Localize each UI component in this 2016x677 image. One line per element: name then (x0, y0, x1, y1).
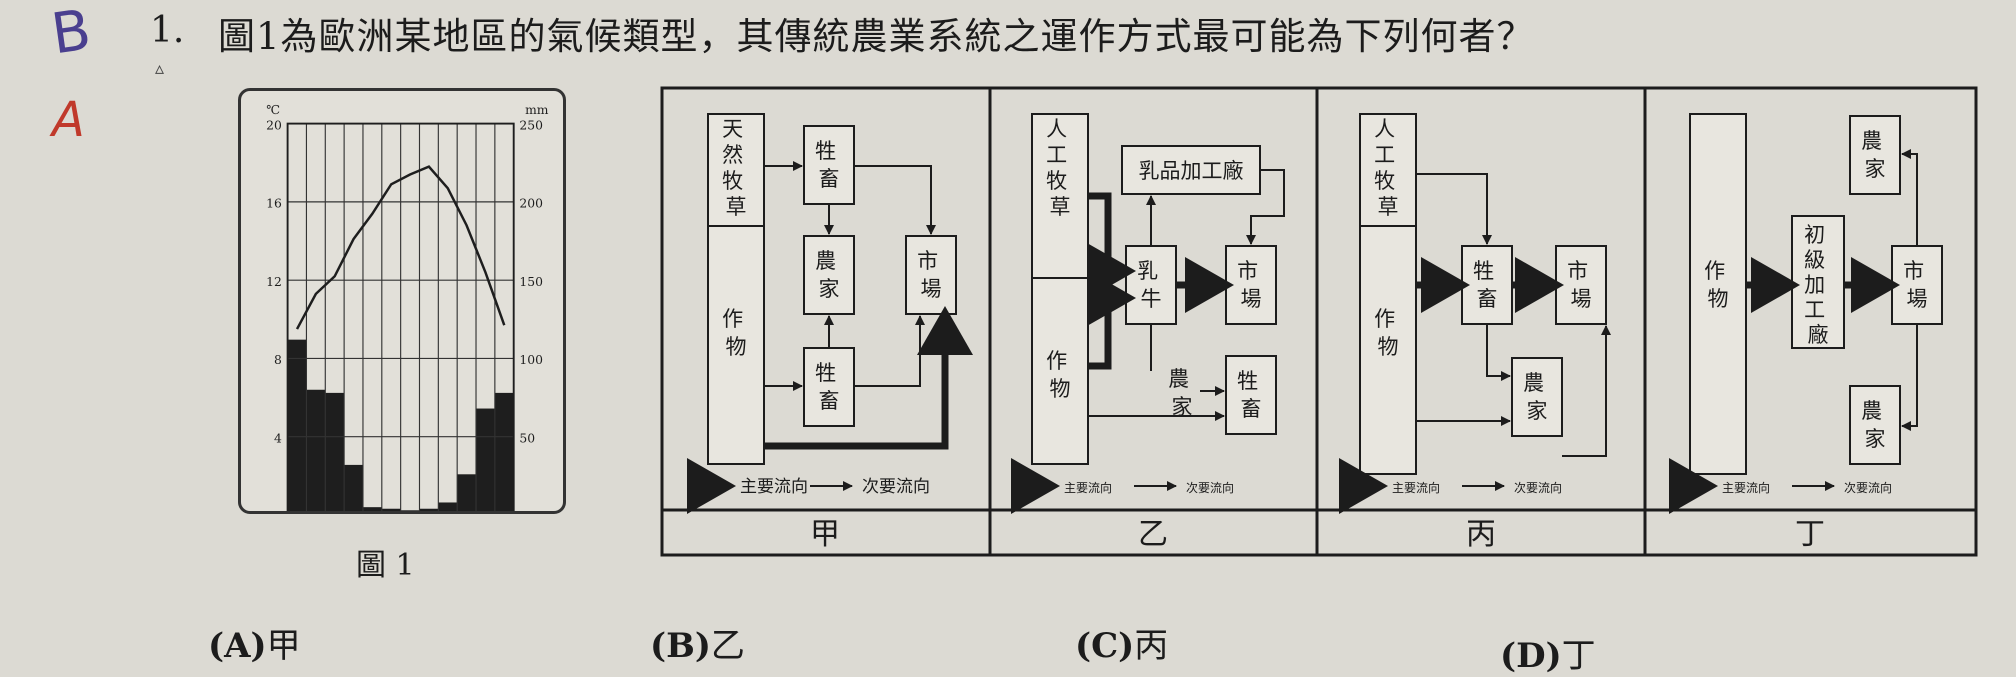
ding-legend: 主要流向 次要流向 (1669, 458, 1892, 514)
jia-farmer-label: 農 家 (815, 249, 843, 301)
precip-bar (287, 339, 307, 515)
panel-label-ding: 丁 (1795, 517, 1825, 552)
yi-market-label: 市 場 (1237, 259, 1265, 311)
precip-bar (362, 507, 382, 515)
option-text: 乙 (710, 626, 745, 666)
climograph: 201612840250200150100500123456789101112℃… (266, 103, 549, 605)
right-axis-unit: mm (525, 103, 549, 117)
ding-farmer-bottom-label: 農 家 (1861, 399, 1889, 451)
jia-livestock-bottom-label: 牲 畜 (815, 361, 843, 413)
bing-pasture-label: 人 工 牧 草 (1374, 117, 1402, 219)
svg-text:主要流向: 主要流向 (740, 477, 808, 497)
diagram-frame (660, 86, 1978, 557)
panel-label-yi: 乙 (1138, 517, 1168, 552)
pencil-tick-icon: ▵ (155, 58, 165, 79)
option-letter: (A) (208, 626, 267, 666)
precip-bar (344, 464, 363, 515)
svg-text:次要流向: 次要流向 (1186, 480, 1234, 495)
left-tick-label: 16 (266, 197, 282, 211)
yi-cow-label: 乳 牛 (1137, 259, 1165, 311)
jia-crop-label: 作 物 (722, 307, 750, 359)
right-tick-label: 200 (519, 197, 543, 211)
option-b[interactable]: (B)乙 (650, 618, 745, 667)
left-tick-label: 12 (266, 275, 282, 289)
precip-bar (438, 502, 458, 515)
option-text: 甲 (266, 626, 301, 666)
option-letter: (D) (1500, 636, 1562, 676)
climate-chart-frame: 201612840250200150100500123456789101112℃… (238, 88, 566, 605)
jia-pasture-crop-box (707, 113, 765, 465)
bing-livestock-label: 牲 畜 (1473, 259, 1501, 311)
right-tick-label: 100 (519, 353, 543, 367)
jia-market-label: 市 場 (917, 249, 945, 301)
bing-crop-label: 作 物 (1374, 307, 1402, 359)
panel-label-bing: 丙 (1466, 517, 1496, 552)
left-tick-label: 20 (266, 118, 282, 132)
question-number: 1. (150, 10, 185, 51)
yi-livestock-label: 牲 畜 (1237, 369, 1265, 421)
svg-text:次要流向: 次要流向 (862, 477, 930, 497)
bing-farmer-label: 農 家 (1523, 371, 1551, 423)
option-text: 丙 (1134, 626, 1169, 666)
panel-jia: 天 然 牧 草 作 物 牲 畜 農 家 牲 畜 市 (687, 113, 973, 552)
jia-legend: 主要流向 次要流向 (687, 458, 930, 514)
yi-factory-label: 乳品加工廠 (1139, 159, 1244, 183)
jia-livestock-top-label: 牲 畜 (815, 139, 843, 191)
handwritten-mark-a: A (52, 92, 85, 148)
precip-bar (400, 510, 420, 515)
svg-text:主要流向: 主要流向 (1722, 480, 1770, 495)
svg-text:次要流向: 次要流向 (1844, 480, 1892, 495)
right-tick-label: 50 (519, 431, 535, 445)
question-text: 圖1為歐洲某地區的氣候類型，其傳統農業系統之運作方式最可能為下列何者？ (218, 15, 1535, 58)
svg-text:主要流向: 主要流向 (1064, 480, 1112, 495)
panel-ding: 作 物 初 級 加 工 廠 市 場 農 家 農 家 (1669, 113, 1943, 552)
right-tick-label: 150 (519, 275, 543, 289)
option-text: 丁 (1561, 636, 1596, 676)
jia-pasture-label: 天 然 牧 草 (722, 117, 750, 219)
precip-bar (476, 408, 495, 515)
option-d[interactable]: (D)丁 (1500, 628, 1596, 677)
ding-market-label: 市 場 (1903, 259, 1931, 311)
ding-factory-label: 初 級 加 工 廠 (1804, 223, 1832, 347)
bing-legend: 主要流向 次要流向 (1339, 458, 1562, 514)
right-tick-label: 0 (519, 510, 527, 511)
ding-crop-label: 作 物 (1704, 259, 1732, 311)
precip-bar (306, 389, 326, 515)
yi-legend: 主要流向 次要流向 (1011, 458, 1234, 514)
yi-pasture-label: 人 工 牧 草 (1046, 117, 1074, 219)
option-a[interactable]: (A)甲 (208, 618, 301, 667)
ding-farmer-top-label: 農 家 (1861, 129, 1889, 181)
yi-crop-label: 作 物 (1046, 349, 1074, 401)
precip-bar (419, 508, 439, 515)
option-letter: (C) (1075, 626, 1135, 666)
yi-farmer-label: 農 家 (1168, 367, 1196, 419)
left-tick-label: 4 (274, 431, 282, 445)
temperature-line (295, 165, 506, 330)
svg-text:主要流向: 主要流向 (1392, 480, 1440, 495)
panel-bing: 人 工 牧 草 作 物 牲 畜 市 場 農 家 (1339, 113, 1611, 552)
precip-bar (381, 508, 401, 515)
svg-text:次要流向: 次要流向 (1514, 480, 1562, 495)
precip-bar (494, 392, 514, 515)
right-tick-label: 250 (519, 118, 543, 132)
flow-diagrams: 天 然 牧 草 作 物 牲 畜 農 家 牲 畜 市 (660, 86, 1978, 557)
precip-bar (325, 392, 345, 515)
figure-caption: 圖 1 (356, 548, 415, 583)
option-letter: (B) (650, 626, 711, 666)
bing-market-label: 市 場 (1567, 259, 1595, 311)
left-tick-label: 8 (274, 353, 282, 367)
panel-label-jia: 甲 (810, 517, 840, 552)
precip-bar (457, 474, 477, 515)
left-tick-label: 0 (274, 510, 282, 511)
handwritten-mark-b: B (47, 0, 95, 68)
panel-yi: 人 工 牧 草 作 物 乳品加工廠 乳 牛 市 場 農 家 (1011, 113, 1285, 552)
left-axis-unit: ℃ (266, 103, 280, 117)
option-c[interactable]: (C)丙 (1075, 618, 1168, 667)
